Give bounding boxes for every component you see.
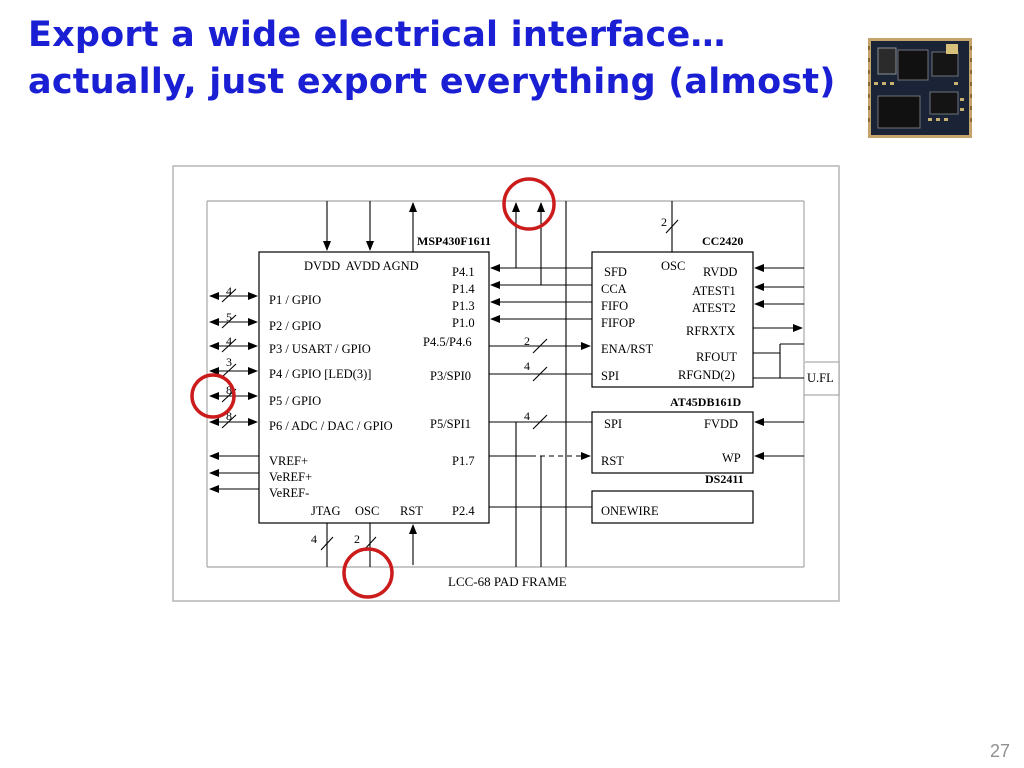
cc2420-rfgnd: RFGND(2) [678, 368, 735, 382]
msp430-block [258, 251, 490, 524]
cc2420-rfout: RFOUT [696, 350, 737, 364]
msp430-vref: VREF+ [269, 454, 308, 468]
ufl-connector [803, 361, 840, 396]
at45-rst: RST [601, 454, 624, 468]
cc2420-atest1: ATEST1 [692, 284, 736, 298]
at45-fvdd: FVDD [704, 417, 738, 431]
msp430-veref-minus: VeREF- [269, 486, 309, 500]
cc2420-fifo: FIFO [601, 299, 628, 313]
msp430-p5-spi1: P5/SPI1 [430, 417, 471, 431]
msp430-jtag: JTAG [311, 504, 341, 518]
module-board-photo [868, 38, 972, 138]
msp430-p2-4: P2.4 [452, 504, 475, 518]
msp430-name: MSP430F1611 [417, 234, 491, 248]
at45-block [591, 411, 754, 474]
slide-title-line-1: Export a wide electrical interface… [28, 15, 726, 55]
msp430-port-p3: P3 / USART / GPIO [269, 342, 371, 356]
cc2420-rfrxtx: RFRXTX [686, 324, 735, 338]
ds2411-name: DS2411 [705, 472, 744, 486]
msp430-port-p2: P2 / GPIO [269, 319, 321, 333]
msp430-p1-4: P1.4 [452, 282, 475, 296]
bus-width-p1: 4 [226, 284, 232, 298]
msp430-port-p4: P4 / GPIO [LED(3)] [269, 367, 371, 381]
msp430-rst: RST [400, 504, 423, 518]
bus-width-p5: 8 [226, 383, 232, 397]
cc2420-ena-rst: ENA/RST [601, 342, 653, 356]
cc2420-name: CC2420 [702, 234, 743, 248]
bus-width-p3: 4 [226, 334, 232, 348]
cc2420-cca: CCA [601, 282, 627, 296]
bus-width-ena: 2 [524, 334, 530, 348]
cc2420-rvdd: RVDD [703, 265, 737, 279]
bus-width-spi0: 4 [524, 359, 530, 373]
bus-width-osc: 2 [354, 532, 360, 546]
cc2420-osc: OSC [661, 259, 685, 273]
msp430-p3-spi0: P3/SPI0 [430, 369, 471, 383]
wiring [209, 201, 804, 567]
bus-width-spi1: 4 [524, 409, 530, 423]
pad-frame-label: LCC-68 PAD FRAME [448, 574, 567, 589]
msp430-p4-1: P4.1 [452, 265, 475, 279]
at45-spi: SPI [604, 417, 622, 431]
ufl-label: U.FL [807, 371, 834, 385]
bus-width-p2: 5 [226, 310, 232, 324]
ds2411-onewire: ONEWIRE [601, 504, 659, 518]
msp430-p1-7: P1.7 [452, 454, 475, 468]
highlight-circle-top [502, 177, 556, 231]
slide-title: Export a wide electrical interface… actu… [28, 12, 836, 106]
msp430-p1-3: P1.3 [452, 299, 475, 313]
msp430-power-pins: DVDD AVDD AGND [304, 259, 419, 273]
msp430-p1-0: P1.0 [452, 316, 475, 330]
bus-width-cc-osc: 2 [661, 215, 667, 229]
highlight-circle-bottom [342, 547, 394, 599]
cc2420-fifop: FIFOP [601, 316, 635, 330]
figure-frame [172, 165, 840, 602]
slide-title-line-2: actually, just export everything (almost… [28, 62, 836, 102]
msp430-p4-5-p4-6: P4.5/P4.6 [423, 335, 472, 349]
page-number: 27 [989, 741, 1010, 761]
msp430-port-p1: P1 / GPIO [269, 293, 321, 307]
bus-width-p4: 3 [226, 355, 232, 369]
highlight-circle-left [190, 373, 236, 419]
at45-name: AT45DB161D [670, 395, 741, 409]
msp430-port-p6: P6 / ADC / DAC / GPIO [269, 419, 393, 433]
msp430-osc: OSC [355, 504, 379, 518]
bus-width-jtag: 4 [311, 532, 317, 546]
msp430-veref-plus: VeREF+ [269, 470, 312, 484]
at45-wp: WP [722, 451, 741, 465]
msp430-port-p5: P5 / GPIO [269, 394, 321, 408]
cc2420-sfd: SFD [604, 265, 627, 279]
cc2420-atest2: ATEST2 [692, 301, 736, 315]
cc2420-spi: SPI [601, 369, 619, 383]
bus-width-p6: 8 [226, 409, 232, 423]
